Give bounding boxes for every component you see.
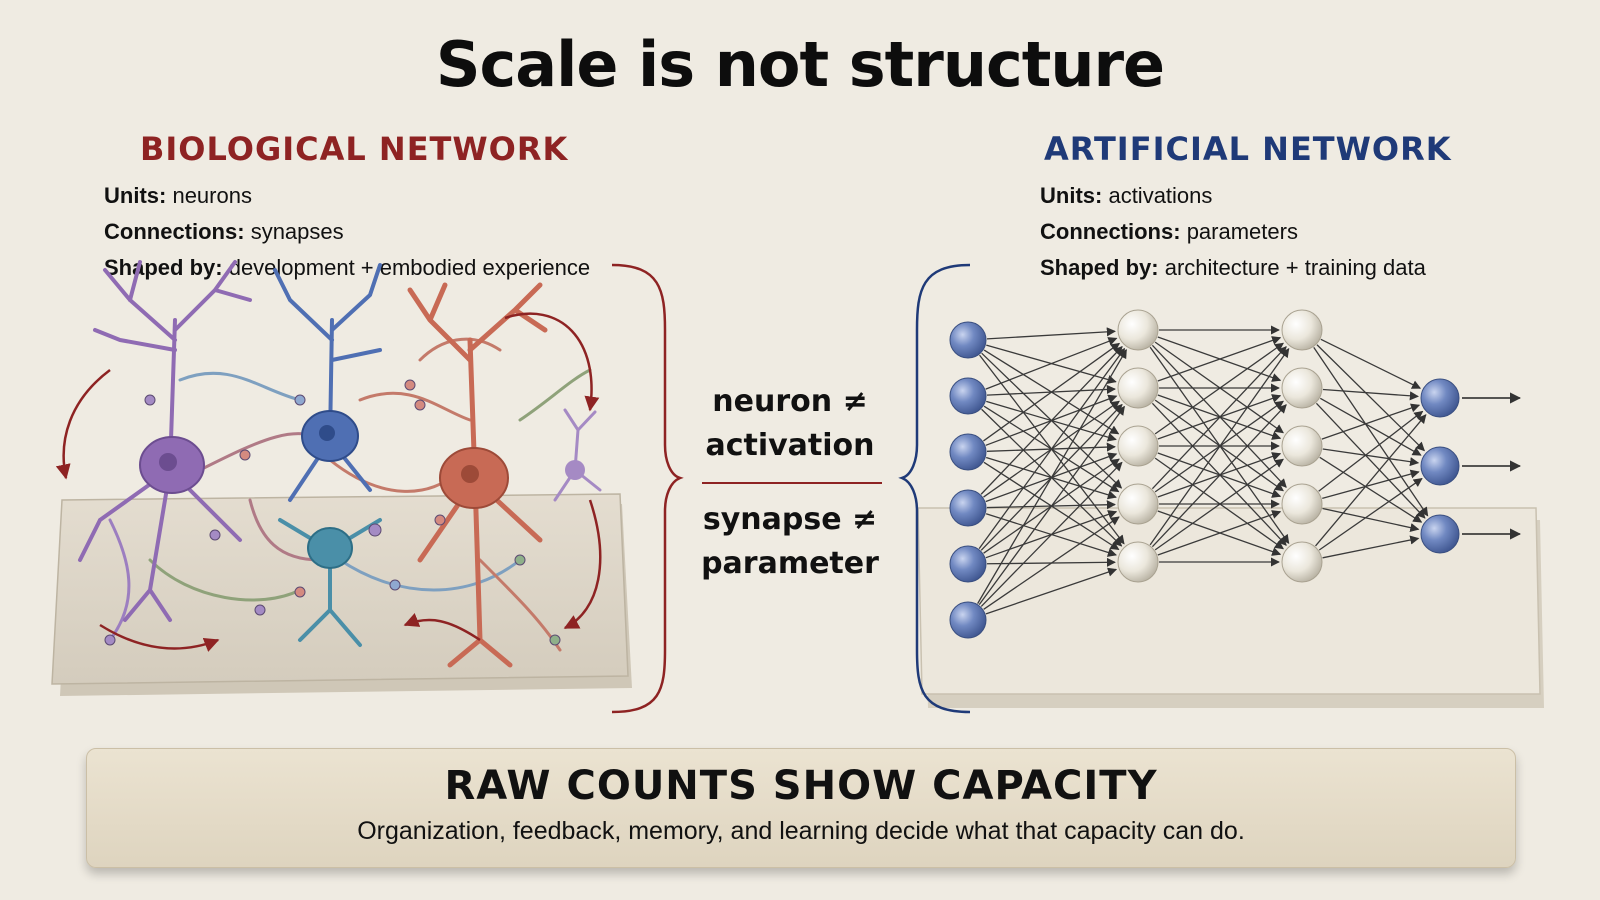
fact-value: synapses — [250, 219, 344, 244]
ann-hidden-node — [1117, 309, 1159, 351]
fact-value: parameters — [1186, 219, 1298, 244]
ann-input-node — [949, 321, 987, 359]
ann-output-node — [1420, 514, 1460, 554]
ann-hidden-node — [1117, 425, 1159, 467]
comparison-synapse: synapse ≠ parameter — [690, 498, 890, 586]
ann-connection — [986, 327, 1116, 340]
ann-connection — [1319, 397, 1422, 456]
biological-slab — [51, 493, 632, 696]
artificial-connections-row: Connections: parameters — [1040, 214, 1426, 250]
fact-key: Units: — [1040, 183, 1103, 208]
ann-connection — [978, 347, 1126, 550]
ann-input-node — [949, 545, 987, 583]
banner-subtitle: Organization, feedback, memory, and lear… — [357, 817, 1245, 845]
fact-key: Shaped by: — [104, 255, 223, 280]
ann-output-node — [1420, 378, 1460, 418]
ann-connection — [1322, 448, 1420, 467]
ann-connection — [983, 516, 1120, 610]
ann-connection — [1157, 510, 1282, 556]
ann-hidden-node — [1281, 483, 1323, 525]
synapse-boutons — [104, 379, 561, 646]
ann-hidden-node — [1117, 367, 1159, 409]
ann-connection — [977, 349, 1127, 604]
ann-connection — [1315, 414, 1427, 547]
comparison-line-parameter: parameter — [701, 546, 879, 581]
ann-connection — [1151, 346, 1287, 490]
ann-hidden-node — [1117, 483, 1159, 525]
page-title: Scale is not structure — [435, 28, 1165, 101]
comparison-line-activation: activation — [705, 428, 875, 463]
ann-connection — [985, 337, 1118, 390]
ann-connection — [980, 461, 1123, 607]
artificial-slab — [917, 507, 1544, 708]
ann-output-node — [1420, 446, 1460, 486]
ann-connection — [1319, 456, 1423, 523]
artificial-shaped-by-row: Shaped by: architecture + training data — [1040, 250, 1426, 286]
ann-connection — [1154, 342, 1284, 435]
red-neuron — [407, 282, 548, 668]
ann-connection — [1318, 478, 1423, 551]
ann-connection — [1151, 404, 1287, 548]
banner-title: RAW COUNTS SHOW CAPACITY — [444, 763, 1158, 809]
ann-connection — [985, 567, 1118, 615]
biological-facts: Units: neurons Connections: synapses Sha… — [104, 178, 590, 286]
ann-hidden-node — [1281, 425, 1323, 467]
ann-connection — [1322, 388, 1419, 401]
ann-input-node — [949, 489, 987, 527]
fact-value: development + embodied experience — [228, 255, 591, 280]
ann-hidden-node — [1281, 541, 1323, 583]
fact-value: activations — [1108, 183, 1213, 208]
ann-connection — [1321, 403, 1421, 440]
ann-input-node — [949, 377, 987, 415]
fact-key: Shaped by: — [1040, 255, 1159, 280]
biological-network-heading: BIOLOGICAL NETWORK — [140, 130, 569, 168]
artificial-facts: Units: activations Connections: paramete… — [1040, 178, 1426, 286]
fact-value: architecture + training data — [1164, 255, 1426, 280]
ann-connection — [1154, 458, 1284, 551]
comparison-line-neuron: neuron ≠ — [712, 384, 868, 419]
fact-key: Units: — [104, 183, 167, 208]
fact-key: Connections: — [1040, 219, 1181, 244]
biological-neurons — [55, 260, 602, 668]
comparison-divider — [702, 482, 882, 484]
ann-connection — [1315, 402, 1426, 519]
fact-key: Connections: — [104, 219, 245, 244]
feedback-arrows — [55, 312, 602, 652]
ann-hidden-node — [1281, 367, 1323, 409]
lavender-neuron — [553, 408, 602, 502]
teal-neuron — [278, 518, 382, 647]
artificial-brace — [898, 263, 971, 714]
biological-shaped-by-row: Shaped by: development + embodied experi… — [104, 250, 590, 286]
comparison-line-synapse: synapse ≠ — [702, 502, 878, 537]
ann-connection — [1316, 344, 1425, 452]
ann-input-node — [949, 433, 987, 471]
ann-hidden-node — [1117, 541, 1159, 583]
ann-connections — [977, 325, 1522, 615]
fact-value: neurons — [172, 183, 252, 208]
ann-connection — [978, 405, 1125, 606]
biological-connections-row: Connections: synapses — [104, 214, 590, 250]
comparison-neuron: neuron ≠ activation — [690, 380, 890, 468]
artificial-units-row: Units: activations — [1040, 178, 1426, 214]
ann-connection — [1322, 507, 1420, 533]
ann-input-node — [949, 601, 987, 639]
synapse-links — [108, 337, 592, 652]
purple-neuron — [78, 260, 252, 622]
ann-hidden-node — [1281, 309, 1323, 351]
ann-connection — [1149, 348, 1290, 546]
ann-connection — [1318, 410, 1424, 492]
ann-connection — [980, 345, 1123, 495]
ann-connection — [1320, 338, 1422, 389]
biological-units-row: Units: neurons — [104, 178, 590, 214]
ann-nodes — [949, 309, 1460, 639]
conclusion-banner: RAW COUNTS SHOW CAPACITY Organization, f… — [86, 748, 1516, 868]
ann-connection — [983, 342, 1121, 442]
blue-neuron — [273, 263, 382, 502]
ann-connection — [1322, 469, 1420, 500]
ann-connection — [1322, 535, 1420, 559]
ann-connection — [1157, 336, 1282, 382]
artificial-network-heading: ARTIFICIAL NETWORK — [1044, 130, 1452, 168]
biological-brace — [611, 263, 684, 714]
